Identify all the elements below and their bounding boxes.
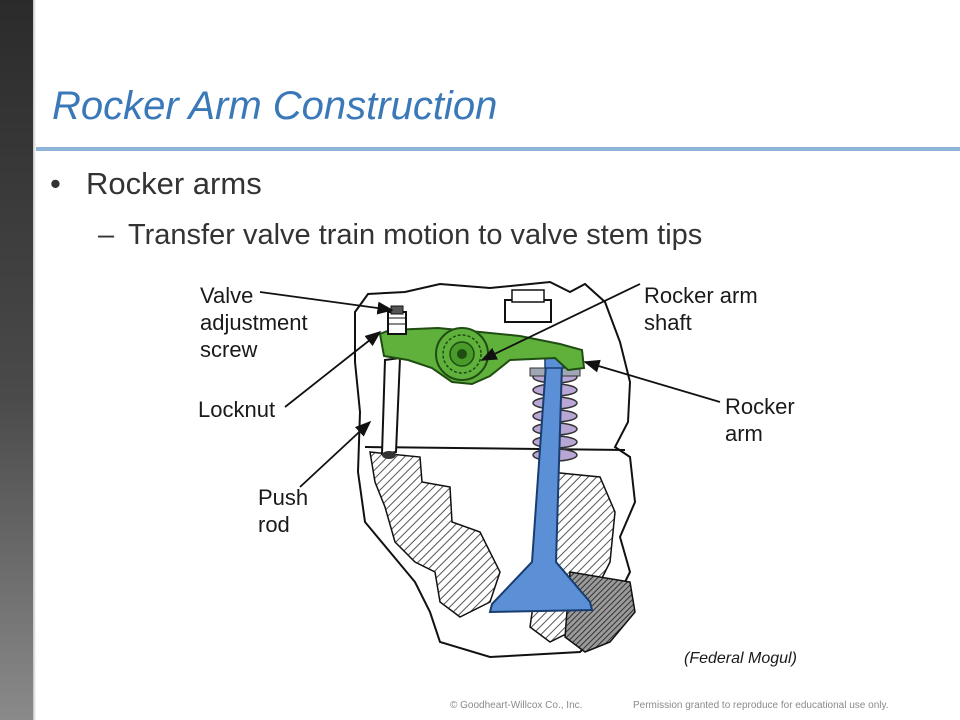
label-rocker-arm: Rocker arm: [725, 394, 795, 446]
bullet-marker: •: [50, 166, 61, 201]
title-divider: [36, 147, 960, 151]
sub-bullet-text: Transfer valve train motion to valve ste…: [128, 219, 703, 251]
slide-title: Rocker Arm Construction: [52, 84, 498, 128]
sub-bullet-marker: –: [98, 219, 115, 251]
label-rocker-arm-shaft: Rocker arm shaft: [644, 283, 758, 335]
label-push-rod: Push rod: [258, 485, 309, 537]
rocker-arm-diagram: [259, 280, 721, 659]
label-arrows: [259, 283, 721, 488]
label-locknut: Locknut: [198, 397, 276, 422]
label-valve-adjustment-screw: Valve adjustment screw: [200, 283, 308, 362]
bullet-level-2: –Transfer valve train motion to valve st…: [98, 219, 702, 252]
footer-copyright: © Goodheart-Willcox Co., Inc.: [450, 700, 583, 711]
image-credit: (Federal Mogul): [684, 650, 797, 667]
bullet-level-1: • Rocker arms: [50, 166, 262, 202]
push-rod: [380, 356, 402, 459]
sidebar-shadow: [33, 0, 36, 720]
bullet-text: Rocker arms: [86, 166, 262, 201]
adjustment-screw: [387, 305, 407, 335]
footer-permission: Permission granted to reproduce for educ…: [633, 700, 889, 711]
left-sidebar-bar: [0, 0, 33, 720]
